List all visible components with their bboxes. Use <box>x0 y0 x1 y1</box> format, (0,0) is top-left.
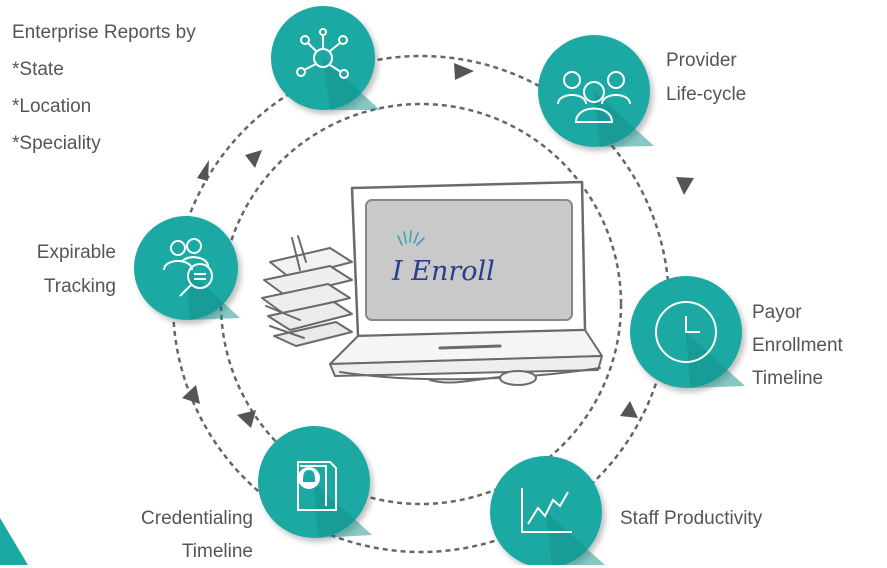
label-enterprise: Enterprise Reports by *State *Location *… <box>12 14 196 162</box>
staff-line-1: Staff Productivity <box>620 508 763 529</box>
line-chart-icon <box>521 488 572 533</box>
credentialing-line-2: Timeline <box>181 541 253 562</box>
expirable-line-2: Tracking <box>43 276 116 297</box>
arrow-inner-1 <box>245 150 262 168</box>
arrow-outer-5 <box>182 385 200 404</box>
enterprise-line-4: *Speciality <box>12 133 101 154</box>
enterprise-line-1: Enterprise Reports by <box>12 22 196 43</box>
node-enterprise <box>271 6 380 110</box>
node-expirable <box>134 216 240 320</box>
enterprise-line-3: *Location <box>12 96 92 117</box>
provider-line-2: Life-cycle <box>666 84 747 105</box>
payor-line-1: Payor <box>752 302 802 323</box>
label-payor: Payor Enrollment Timeline <box>752 296 843 395</box>
label-credentialing: Credentialing Timeline <box>110 502 253 568</box>
inner-dashed-ring <box>219 102 623 506</box>
expirable-line-1: Expirable <box>36 242 116 263</box>
node-payor <box>630 276 745 388</box>
enterprise-line-2: *State <box>12 59 64 80</box>
payor-line-3: Timeline <box>752 368 824 389</box>
arrow-outer-1 <box>454 63 474 80</box>
node-provider <box>538 35 654 147</box>
logo-text: I Enroll <box>391 256 495 287</box>
network-icon <box>296 28 349 79</box>
label-expirable: Expirable Tracking <box>18 236 116 304</box>
clock-icon <box>655 301 717 363</box>
payor-line-2: Enrollment <box>752 335 843 356</box>
label-staff: Staff Productivity <box>620 500 762 537</box>
credentialing-line-1: Credentialing <box>141 508 253 529</box>
enroll-logo: I Enroll <box>391 230 495 287</box>
arrow-inner-2 <box>237 410 256 428</box>
label-provider: Provider Life-cycle <box>666 44 746 112</box>
document-bell-icon <box>297 461 337 511</box>
users-search-icon <box>163 238 213 297</box>
node-staff <box>490 456 605 565</box>
arrow-outer-2 <box>676 177 694 195</box>
users-group-icon <box>557 71 631 123</box>
corner-accent <box>0 518 28 565</box>
node-credentialing <box>258 426 372 538</box>
arrow-outer-4 <box>197 160 209 181</box>
provider-line-1: Provider <box>666 50 737 71</box>
laptop-illustration <box>261 180 603 386</box>
arrow-outer-3 <box>620 401 638 418</box>
